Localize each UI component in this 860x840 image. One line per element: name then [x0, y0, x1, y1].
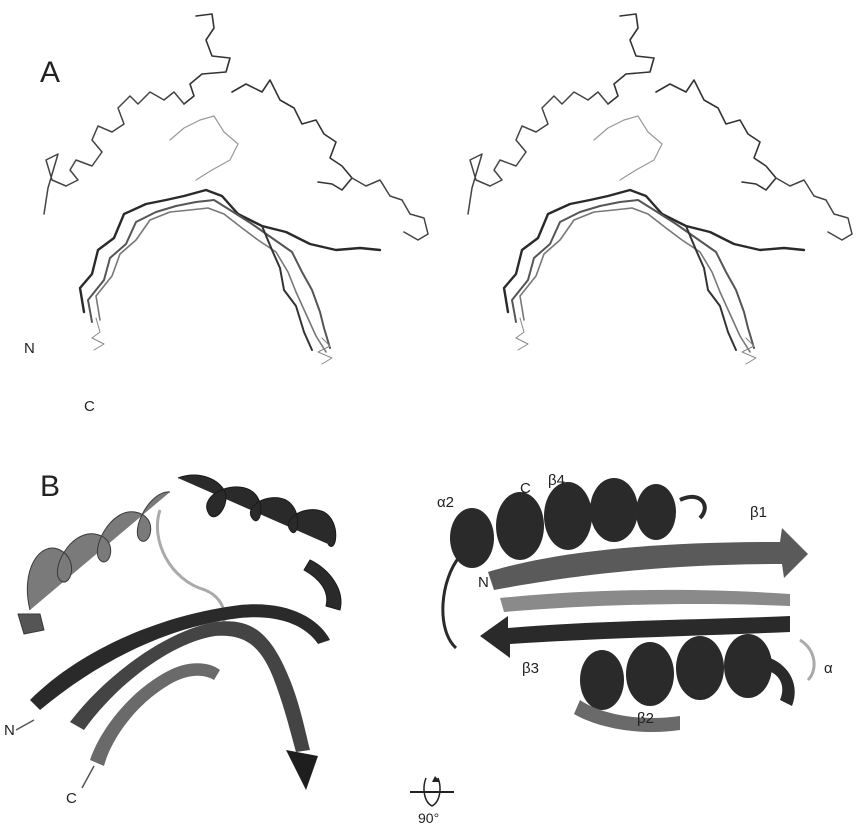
stereo-trace-right: [468, 14, 852, 364]
panel-b: B: [0, 430, 860, 840]
trace-helix-top: [184, 14, 230, 104]
trace-helix-right: [352, 178, 428, 240]
rotation-label: 90°: [418, 810, 439, 826]
trace-strand-4: [262, 226, 312, 350]
trace-helix-upper-left: [66, 92, 184, 186]
trace-strand-1: [80, 190, 380, 312]
trace-strand-2: [88, 200, 330, 348]
rotation-indicator: [0, 430, 860, 840]
trace-strand-3: [96, 208, 326, 352]
stereo-trace-left: [44, 14, 428, 364]
trace-n-terminus: [92, 318, 104, 350]
stereo-trace-figure: [0, 0, 860, 420]
rotation-icon: [410, 776, 454, 806]
trace-loop-center: [170, 116, 238, 180]
panel-a: A N C: [0, 0, 860, 420]
trace-helix-upper-right: [232, 80, 352, 190]
trace-helix-far-left: [44, 154, 66, 214]
